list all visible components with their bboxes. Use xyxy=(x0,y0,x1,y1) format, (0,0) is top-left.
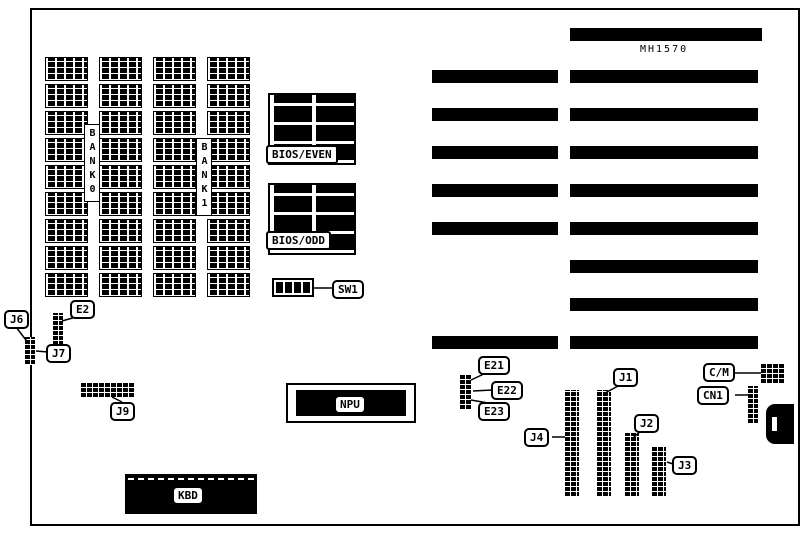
expansion-slot xyxy=(570,184,758,197)
expansion-slot xyxy=(432,70,558,83)
j9-header xyxy=(80,383,134,398)
memory-chip xyxy=(45,57,88,81)
e2-jumper xyxy=(52,313,63,351)
keyboard-connector xyxy=(766,404,794,444)
callout-e21: E21 xyxy=(478,356,510,375)
memory-chip xyxy=(207,111,250,135)
expansion-slot xyxy=(570,336,758,349)
bank1-label: BANK1 xyxy=(196,138,212,216)
bios-even-label: BIOS/EVEN xyxy=(266,145,338,164)
kbd-label: KBD xyxy=(172,486,204,505)
expansion-slot xyxy=(432,222,558,235)
memory-chip xyxy=(99,165,142,189)
cn1-header xyxy=(747,386,758,424)
expansion-slot xyxy=(432,336,558,349)
callout-j2: J2 xyxy=(634,414,660,433)
j6-j7-header xyxy=(24,337,35,365)
callout-j9: J9 xyxy=(110,402,136,421)
memory-chip xyxy=(45,138,88,162)
memory-chip xyxy=(45,273,88,297)
memory-chip xyxy=(153,273,196,297)
kbd-chip-notch xyxy=(128,478,254,480)
callout-j6: J6 xyxy=(4,310,30,329)
memory-chip xyxy=(207,57,250,81)
j3-header xyxy=(651,447,666,497)
memory-chip xyxy=(153,84,196,108)
memory-chip xyxy=(99,219,142,243)
expansion-slot xyxy=(570,298,758,311)
j4-header xyxy=(564,390,579,497)
memory-chip xyxy=(207,219,250,243)
keyboard-connector-slot xyxy=(772,417,777,431)
memory-chip xyxy=(153,138,196,162)
memory-bank-column xyxy=(207,57,250,300)
expansion-slot xyxy=(570,28,762,41)
expansion-slot xyxy=(570,108,758,121)
expansion-slot xyxy=(570,260,758,273)
callout-j7: J7 xyxy=(46,344,72,363)
memory-chip xyxy=(207,192,250,216)
memory-chip xyxy=(99,84,142,108)
memory-chip xyxy=(99,273,142,297)
memory-chip xyxy=(45,84,88,108)
e21-e23-jumper-block xyxy=(459,374,472,410)
expansion-slot xyxy=(432,184,558,197)
memory-chip xyxy=(207,84,250,108)
memory-chip xyxy=(99,192,142,216)
memory-bank-column xyxy=(45,57,88,300)
dip-switch-position xyxy=(285,282,292,293)
j2-header xyxy=(624,433,639,497)
memory-chip xyxy=(153,57,196,81)
memory-chip xyxy=(153,219,196,243)
memory-chip xyxy=(99,138,142,162)
memory-chip xyxy=(153,165,196,189)
memory-chip xyxy=(99,111,142,135)
memory-chip xyxy=(207,246,250,270)
callout-e23: E23 xyxy=(478,402,510,421)
dip-switch-position xyxy=(303,282,310,293)
expansion-slot xyxy=(570,146,758,159)
memory-chip xyxy=(45,111,88,135)
callout-j4: J4 xyxy=(524,428,550,447)
callout-e2: E2 xyxy=(70,300,96,319)
callout-j3: J3 xyxy=(672,456,698,475)
memory-chip xyxy=(207,165,250,189)
sw1-dip-switch xyxy=(272,278,314,297)
memory-chip xyxy=(45,165,88,189)
bank0-label: BANK0 xyxy=(84,124,100,202)
callout-e22: E22 xyxy=(491,381,523,400)
callout-cm: C/M xyxy=(703,363,735,382)
memory-chip xyxy=(207,138,250,162)
callout-sw1: SW1 xyxy=(332,280,364,299)
callout-cn1: CN1 xyxy=(697,386,729,405)
board-model: MH1570 xyxy=(640,44,689,55)
memory-chip xyxy=(99,57,142,81)
expansion-slot xyxy=(570,222,758,235)
cm-jumper-block xyxy=(760,363,784,384)
memory-bank-column xyxy=(153,57,196,300)
dip-switch-position xyxy=(276,282,283,293)
memory-chip xyxy=(207,273,250,297)
memory-chip xyxy=(45,246,88,270)
dip-switch-position xyxy=(294,282,301,293)
npu-label: NPU xyxy=(334,395,366,414)
expansion-slot xyxy=(432,146,558,159)
expansion-slot xyxy=(432,108,558,121)
bios-odd-label: BIOS/ODD xyxy=(266,231,331,250)
expansion-slot xyxy=(570,70,758,83)
memory-chip xyxy=(99,246,142,270)
memory-chip xyxy=(153,246,196,270)
j1-header xyxy=(596,390,611,497)
callout-j1: J1 xyxy=(613,368,639,387)
memory-chip xyxy=(153,192,196,216)
memory-chip xyxy=(45,192,88,216)
memory-chip xyxy=(45,219,88,243)
memory-bank-column xyxy=(99,57,142,300)
memory-chip xyxy=(153,111,196,135)
